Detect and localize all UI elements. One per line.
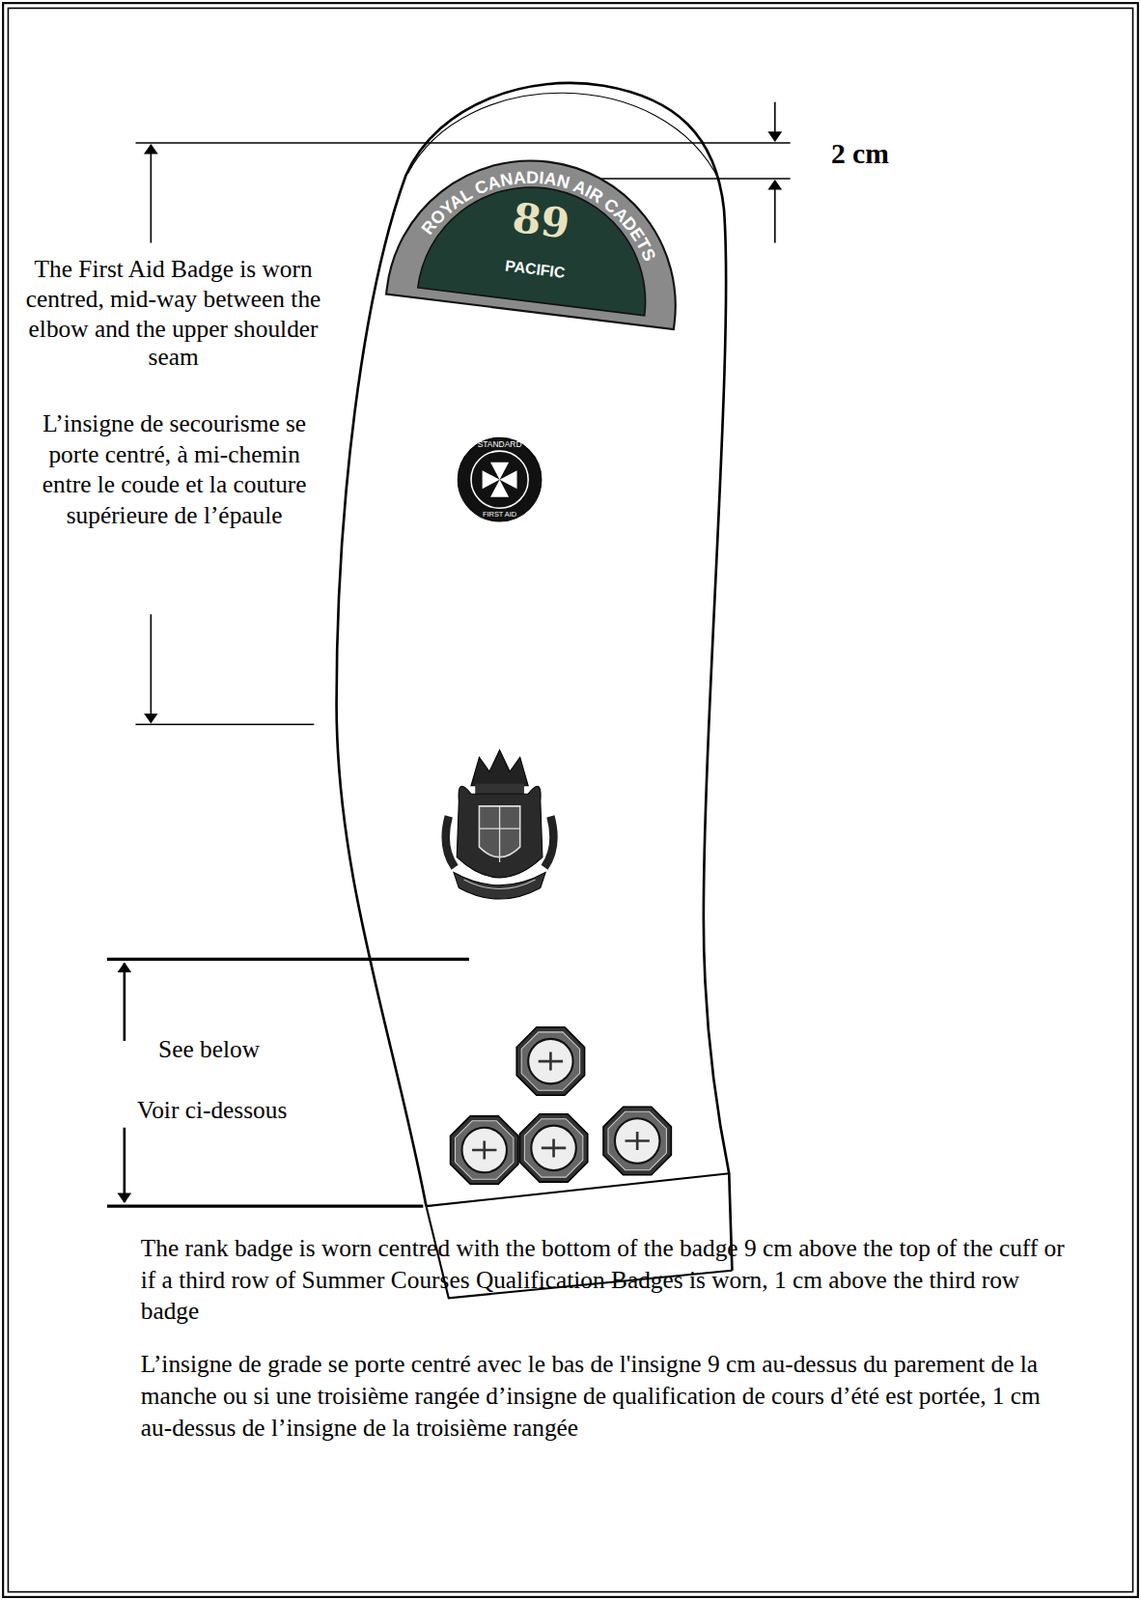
badge-centre <box>614 1117 660 1163</box>
badge-text: STANDARD <box>456 441 543 449</box>
rank-badge <box>445 750 555 899</box>
qualification-badge <box>516 1027 585 1095</box>
badge-emblem <box>625 1131 650 1150</box>
badge-shape: ROYAL CANADIAN AIR CADETS <box>383 153 695 332</box>
placement-note: L’insigne de grade se porte centré avec … <box>140 1348 1059 1445</box>
badge-text: FIRST AID <box>456 509 543 517</box>
reference-note: Voir ci-dessous <box>120 1095 305 1125</box>
dimension-label: 2 cm <box>831 137 975 172</box>
badge-rim <box>524 1118 583 1177</box>
first-aid-badge: STANDARD FIRST AID <box>456 436 543 523</box>
shoulder-flash: ROYAL CANADIAN AIR CADETS89PACIFIC <box>383 153 695 332</box>
badge-centre <box>462 1127 507 1172</box>
qualification-badge <box>450 1115 519 1184</box>
badge-centre <box>530 1125 576 1170</box>
reference-note: See below <box>142 1034 276 1064</box>
badge-centre <box>528 1038 573 1084</box>
flash-border <box>386 143 693 330</box>
maltese-cross <box>482 462 518 498</box>
badge-emblem <box>541 1138 566 1157</box>
badge-shape <box>456 436 543 523</box>
placement-note: The rank badge is worn centred with the … <box>140 1232 1069 1329</box>
placement-note: The First Aid Badge is worn centred, mid… <box>15 254 332 373</box>
placement-note: L’insigne de secourisme se porte centré,… <box>38 408 310 531</box>
badge-disc <box>457 437 542 522</box>
badge-emblem <box>538 1052 563 1071</box>
qualification-badge <box>519 1113 587 1182</box>
badge-rim <box>455 1120 514 1179</box>
badge-ring <box>471 450 529 508</box>
badge-rim <box>608 1111 667 1169</box>
badge-rim <box>521 1031 580 1090</box>
qualification-badge <box>603 1106 671 1174</box>
badge-emblem <box>472 1141 497 1160</box>
